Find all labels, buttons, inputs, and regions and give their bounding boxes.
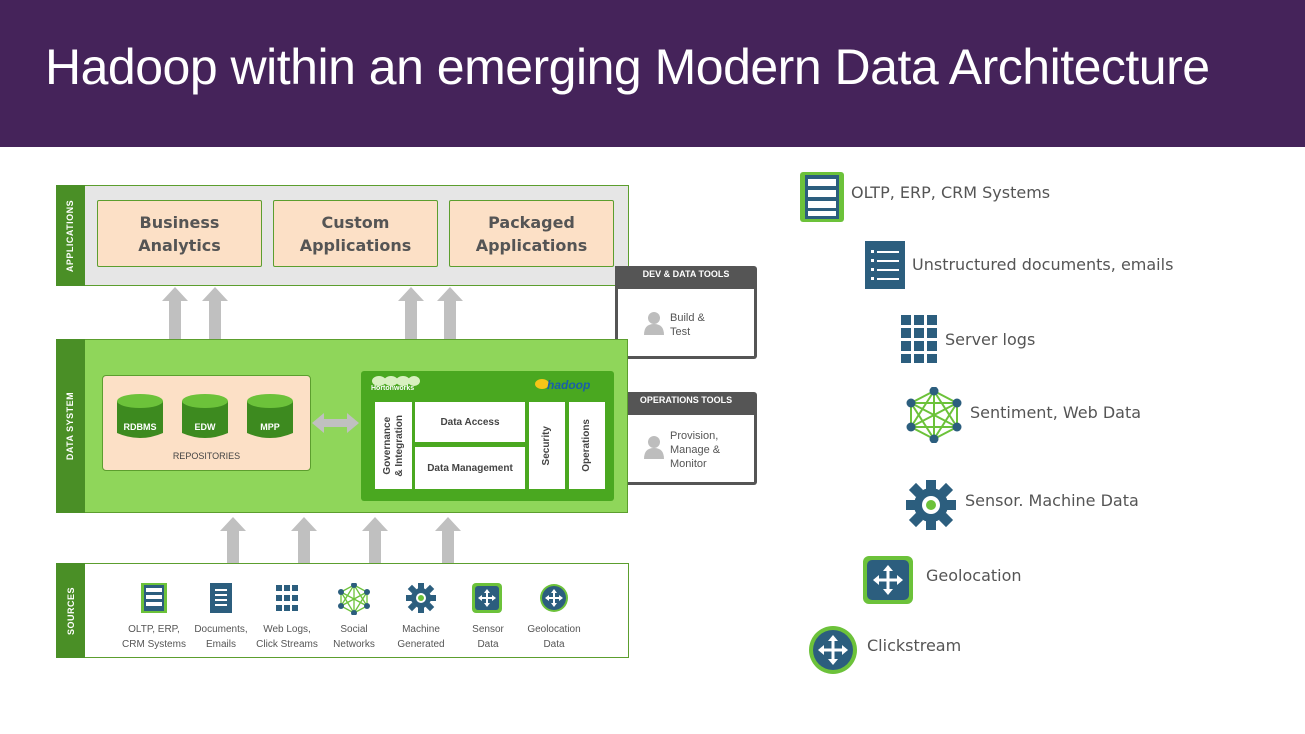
up-arrow [362, 517, 388, 565]
governance-integration: Governance & Integration [375, 402, 412, 489]
legend-label: Unstructured documents, emails [912, 255, 1174, 274]
dev-tools-title: DEV & DATA TOOLS [642, 269, 730, 279]
source-label: Social Networks [333, 624, 375, 650]
sensor-icon [863, 556, 913, 604]
operations: Operations [569, 402, 605, 489]
clickstream-icon [809, 626, 857, 674]
source-arrows [220, 517, 461, 565]
app-custom-applications: Custom Applications [273, 200, 438, 267]
repo-edw: EDW [194, 422, 216, 432]
sources-tab: SOURCES [56, 563, 85, 658]
applications-tab: APPLICATIONS [56, 185, 85, 286]
hadoop-logo: hadoop [547, 378, 591, 392]
database-icon [117, 394, 163, 438]
user-icon [644, 312, 664, 335]
bidirectional-arrow [202, 287, 228, 369]
network-icon [338, 583, 370, 615]
dev-tools-item: Build & Test [670, 312, 705, 338]
network-icon [906, 387, 962, 443]
page-title: Hadoop within an emerging Modern Data Ar… [45, 39, 1210, 95]
source-label: Web Logs, Click Streams [256, 624, 318, 650]
server-stack-icon [141, 583, 167, 613]
data-access: Data Access [415, 402, 525, 442]
repositories-label: REPOSITORIES [172, 451, 241, 461]
gear-icon [406, 583, 436, 613]
up-arrow [437, 287, 463, 375]
up-arrow [220, 517, 246, 565]
dev-tools-body: Build & Test [618, 289, 754, 356]
hortonworks-label: Hortonworks [371, 385, 415, 392]
geolocation-icon [540, 584, 568, 612]
security: Security [529, 402, 565, 489]
legend-label: Sentiment, Web Data [970, 403, 1142, 422]
source-label: Geolocation Data [527, 624, 581, 650]
grid-icon [276, 585, 298, 611]
legend-label: Server logs [945, 330, 1036, 349]
ops-tools-body: Provision, Manage & Monitor [618, 415, 754, 482]
repo-hadoop-arrow [312, 413, 359, 433]
source-label: Documents, Emails [194, 624, 248, 650]
grid-icon [901, 315, 937, 363]
ops-tools-item: Provision, Manage & Monitor [670, 430, 721, 470]
app-business-analytics: Business Analytics [97, 200, 262, 267]
gear-icon [906, 480, 956, 530]
repository-cylinders [117, 394, 293, 438]
bidirectional-arrow [398, 287, 424, 369]
source-label: OLTP, ERP, CRM Systems [122, 624, 186, 650]
ops-tools-title: OPERATIONS TOOLS [639, 395, 733, 405]
document-icon [865, 241, 905, 289]
ops-tools-panel: OPERATIONS TOOLS Provision, Manage & Mon… [615, 392, 757, 485]
dev-tools-panel: DEV & DATA TOOLS Build & Test [615, 266, 757, 359]
legend-label: Clickstream [867, 636, 962, 655]
legend-label: OLTP, ERP, CRM Systems [851, 183, 1051, 202]
up-arrow [291, 517, 317, 565]
up-arrow [435, 517, 461, 565]
database-icon [247, 394, 293, 438]
legend-label: Geolocation [926, 566, 1022, 585]
user-icon [644, 436, 664, 459]
document-icon [210, 583, 232, 613]
data-management: Data Management [415, 447, 525, 489]
hortonworks-logo-icon [372, 376, 420, 386]
app-data-arrows [162, 287, 463, 375]
data-system-tab: DATA SYSTEM [56, 339, 85, 513]
bidirectional-arrow [162, 287, 188, 369]
legend-label: Sensor. Machine Data [965, 491, 1139, 510]
source-label: Machine Generated [397, 624, 445, 650]
repo-mpp: MPP [260, 422, 280, 432]
title-banner [0, 0, 1305, 147]
repo-rdbms: RDBMS [123, 422, 157, 432]
server-stack-icon [800, 172, 844, 222]
database-icon [182, 394, 228, 438]
hadoop-elephant-icon [535, 379, 549, 389]
app-packaged-applications: Packaged Applications [449, 200, 614, 267]
source-label: Sensor Data [472, 624, 504, 650]
sensor-icon [472, 583, 502, 613]
